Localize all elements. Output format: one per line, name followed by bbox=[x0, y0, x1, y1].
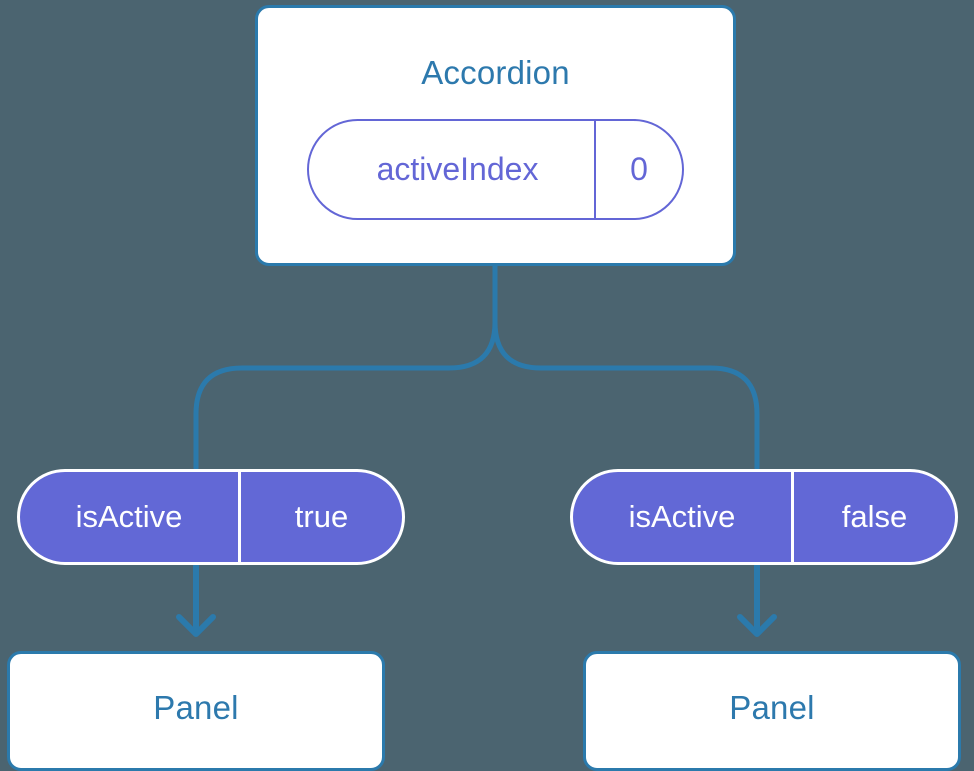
prop-pill-key: isActive bbox=[628, 499, 736, 534]
panel-component-card-left[interactable]: Panel bbox=[7, 651, 385, 771]
prop-pill-is-active-true[interactable]: isActive true bbox=[17, 469, 405, 565]
panel-title: Panel bbox=[153, 689, 239, 726]
state-pill-value: 0 bbox=[594, 121, 682, 218]
prop-pill-value: true bbox=[238, 472, 402, 562]
state-pill-active-index[interactable]: activeIndex 0 bbox=[307, 119, 684, 220]
edge-accordion-to-left-prop bbox=[193, 263, 498, 471]
arrow-left-prop-to-panel bbox=[176, 563, 216, 637]
prop-pill-key: isActive bbox=[75, 499, 183, 534]
state-pill-key: activeIndex bbox=[376, 151, 539, 187]
edge-accordion-to-right-prop bbox=[492, 263, 760, 471]
accordion-title: Accordion bbox=[421, 54, 570, 91]
prop-pill-is-active-false[interactable]: isActive false bbox=[570, 469, 958, 565]
panel-component-card-right[interactable]: Panel bbox=[583, 651, 961, 771]
arrow-right-prop-to-panel bbox=[737, 563, 777, 637]
prop-pill-value: false bbox=[791, 472, 955, 562]
panel-title: Panel bbox=[729, 689, 815, 726]
